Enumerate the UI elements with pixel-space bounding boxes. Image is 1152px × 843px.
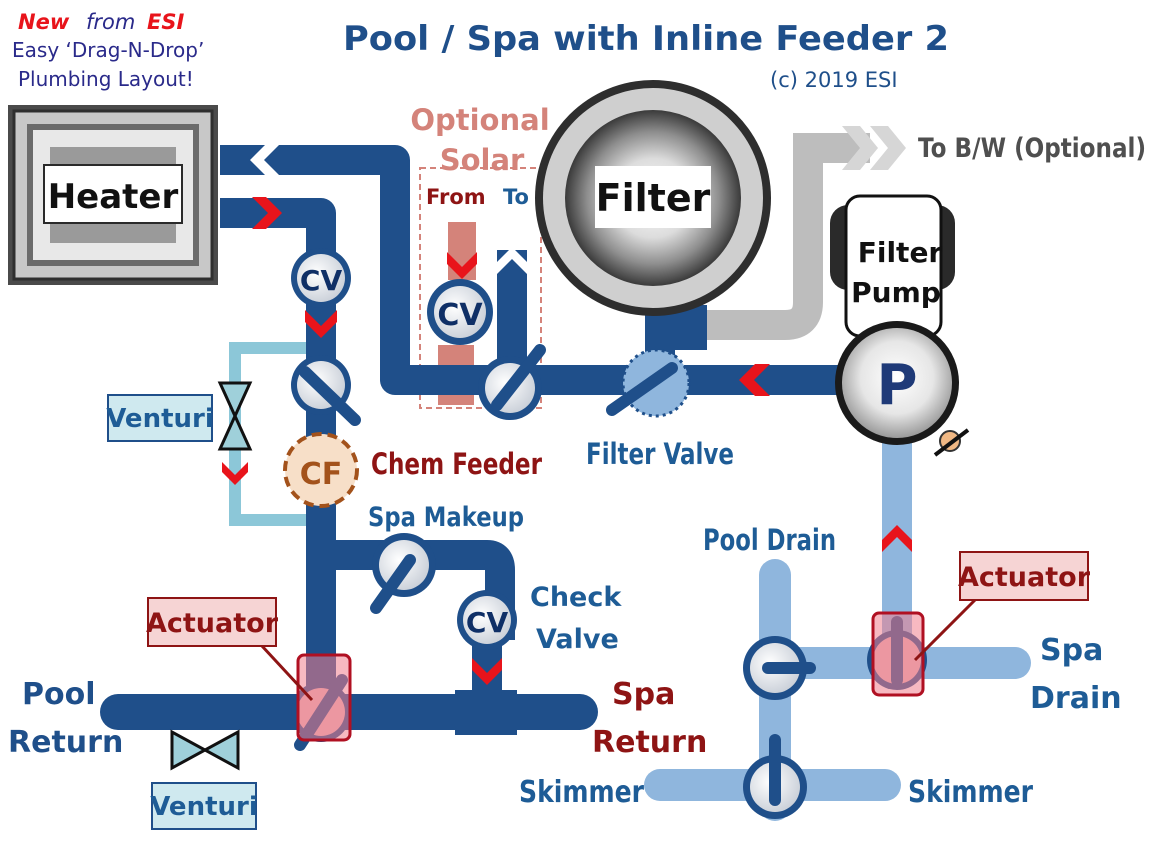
skimmer-valve-icon[interactable] bbox=[743, 734, 807, 819]
filter-icon[interactable]: Filter bbox=[535, 80, 771, 316]
venturi-label: Venturi bbox=[150, 792, 258, 822]
flow-arrow-icon bbox=[252, 197, 282, 229]
valve-icon[interactable] bbox=[291, 355, 361, 426]
heater-icon[interactable]: Heater bbox=[8, 105, 218, 285]
flow-arrow-icon bbox=[882, 525, 912, 552]
actuator-icon[interactable] bbox=[291, 653, 352, 751]
spa-return-label-1: Spa bbox=[612, 677, 675, 712]
actuator-label: Actuator bbox=[958, 562, 1091, 593]
valve-icon[interactable] bbox=[478, 344, 546, 420]
check-valve-label: CV bbox=[466, 606, 509, 639]
flow-arrow-icon bbox=[222, 462, 248, 485]
diagram-labels: Optional Solar From To To B/W (Optional)… bbox=[8, 103, 1146, 810]
page-title: Pool / Spa with Inline Feeder 2 bbox=[343, 19, 949, 59]
actuator-label-box-left: Actuator bbox=[146, 597, 314, 702]
check-valve-label-1: Check bbox=[530, 582, 622, 613]
flow-arrows bbox=[222, 144, 912, 685]
filter-valve-label: Filter Valve bbox=[586, 437, 734, 471]
check-valve-solar[interactable]: CV bbox=[427, 279, 493, 345]
badge-from: from bbox=[86, 10, 135, 34]
actuator-icon[interactable] bbox=[867, 611, 927, 697]
spa-makeup-label: Spa Makeup bbox=[368, 502, 524, 533]
flow-arrow-icon bbox=[472, 658, 502, 685]
venturi-icon bbox=[217, 381, 253, 451]
chem-feeder-icon[interactable]: CF bbox=[283, 432, 359, 508]
header: New from ESI Easy ‘Drag-N-Drop’ Plumbing… bbox=[12, 10, 949, 92]
chem-feeder-short-label: CF bbox=[300, 457, 343, 492]
flow-arrow-icon bbox=[739, 364, 770, 396]
tagline-line-1: Easy ‘Drag-N-Drop’ bbox=[12, 38, 204, 62]
copyright: (c) 2019 ESI bbox=[770, 68, 898, 92]
pool-return-label-1: Pool bbox=[22, 677, 96, 712]
solar-to-label: To bbox=[503, 185, 529, 209]
check-valve-spa[interactable]: CV bbox=[457, 590, 517, 650]
spa-return-label-2: Return bbox=[592, 725, 707, 760]
flow-arrow-icon bbox=[305, 310, 337, 338]
venturi-label: Venturi bbox=[106, 404, 214, 434]
venturi-icon bbox=[170, 729, 240, 771]
flow-arrow-icon bbox=[870, 126, 906, 170]
pool-drain-valve-icon[interactable] bbox=[743, 636, 816, 700]
skimmer-label-left: Skimmer bbox=[519, 775, 644, 810]
skimmer-label-right: Skimmer bbox=[908, 775, 1033, 810]
badge-new: New bbox=[18, 10, 70, 34]
suction-piping bbox=[644, 430, 1031, 821]
spa-drain-label-2: Drain bbox=[1030, 681, 1122, 716]
flow-arrow-icon bbox=[250, 144, 280, 176]
check-valve-label: CV bbox=[300, 264, 343, 297]
filter-pump-label-1: Filter bbox=[858, 236, 943, 269]
filter-valve-icon[interactable] bbox=[606, 348, 691, 418]
filter-label: Filter bbox=[596, 176, 711, 220]
flow-arrow-icon bbox=[842, 126, 878, 170]
check-valve-label: CV bbox=[437, 298, 483, 333]
check-valve-label-2: Valve bbox=[536, 624, 619, 655]
venturi-label-box-top: Venturi bbox=[106, 394, 214, 442]
optional-solar-label-2: Solar bbox=[440, 143, 525, 177]
actuator-label-box-right: Actuator bbox=[913, 551, 1091, 662]
flow-arrow-icon bbox=[497, 247, 527, 274]
tagline-line-2: Plumbing Layout! bbox=[18, 67, 194, 91]
venturi-label-box-bottom: Venturi bbox=[150, 782, 258, 830]
spa-drain-label-1: Spa bbox=[1040, 633, 1103, 668]
pool-return-label-2: Return bbox=[8, 725, 123, 760]
pump-letter: P bbox=[876, 353, 917, 418]
optional-solar-label-1: Optional bbox=[410, 103, 549, 137]
backwash-pipe bbox=[705, 126, 906, 340]
heater-label: Heater bbox=[48, 177, 179, 217]
solar-from-label: From bbox=[426, 185, 486, 209]
spa-makeup-valve-icon[interactable] bbox=[370, 533, 436, 614]
filter-pump-label-2: Pump bbox=[851, 276, 941, 309]
pump-icon[interactable]: Filter Pump P bbox=[830, 194, 970, 457]
pool-drain-label: Pool Drain bbox=[703, 523, 836, 557]
badge-brand: ESI bbox=[147, 10, 184, 34]
flow-arrow-icon bbox=[447, 252, 477, 279]
check-valve-1[interactable]: CV bbox=[291, 248, 351, 308]
chem-feeder-label: Chem Feeder bbox=[371, 447, 543, 481]
actuator-label: Actuator bbox=[146, 608, 279, 639]
to-backwash-label: To B/W (Optional) bbox=[918, 133, 1146, 164]
